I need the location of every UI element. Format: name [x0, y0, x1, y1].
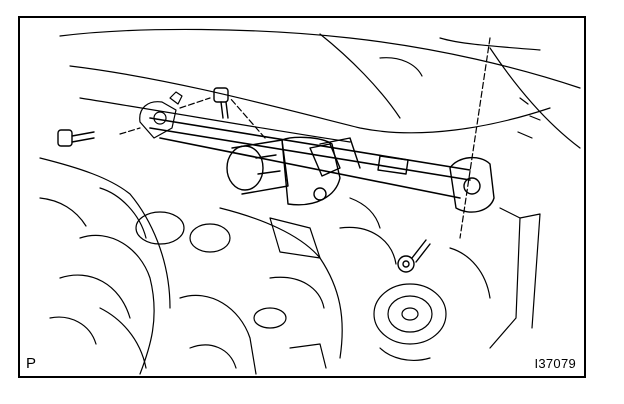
right-pivot-assembly: [377, 155, 495, 213]
wiper-assembly-illustration: [39, 28, 581, 375]
wiper-link-rod: [149, 117, 471, 199]
bolt-right: [397, 239, 431, 273]
left-pivot-bracket: [139, 91, 183, 139]
leader-lines: [119, 37, 491, 239]
bolt-left: [57, 129, 95, 147]
wiper-motor: [226, 136, 361, 206]
engine-bay: [39, 157, 541, 375]
view-label: P: [26, 355, 37, 372]
hood-outline: [59, 28, 581, 149]
figure-code: I37079: [534, 356, 576, 371]
bolt-top: [213, 87, 229, 119]
diagram-frame: P I37079: [18, 16, 586, 378]
